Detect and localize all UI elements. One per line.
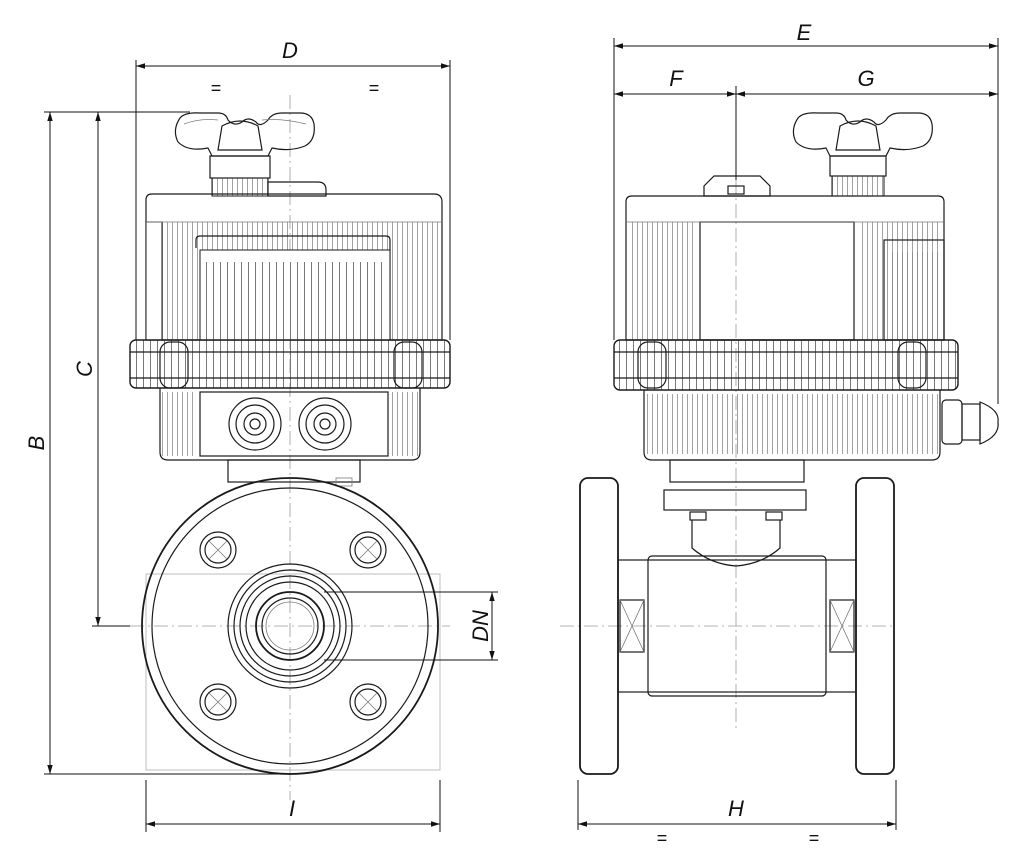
equal-mark: = [211,78,222,98]
cable-gland-icon [298,397,352,451]
dimensions: D = = B C DN I E F G [24,20,999,848]
handwheel-side [703,112,933,197]
valve-body-side [579,477,895,775]
side-view [560,112,999,775]
dimension-label-f: F [669,66,684,91]
lower-body-side [643,390,999,567]
dimension-label-b: B [24,436,49,451]
actuator-housing-front [145,193,443,341]
gear-ring-side [613,339,959,391]
dimension-label-i: I [289,796,295,821]
cable-gland-icon [228,397,282,451]
front-view [129,95,451,800]
handwheel-front [174,112,327,197]
actuator-housing-side [625,195,945,341]
equal-mark: = [657,828,668,848]
dimension-label-g: G [857,66,874,91]
dimension-label-d: D [282,38,298,63]
cable-gland-side-icon [941,399,999,445]
flange-front [141,477,441,775]
gear-ring-front [129,339,451,389]
dimension-label-e: E [797,20,812,45]
lower-body-front [159,388,421,487]
equal-mark: = [809,828,820,848]
equal-mark: = [369,78,380,98]
dimension-label-h: H [728,796,744,821]
dimension-label-c: C [72,361,97,377]
dimension-label-dn: DN [468,610,493,642]
